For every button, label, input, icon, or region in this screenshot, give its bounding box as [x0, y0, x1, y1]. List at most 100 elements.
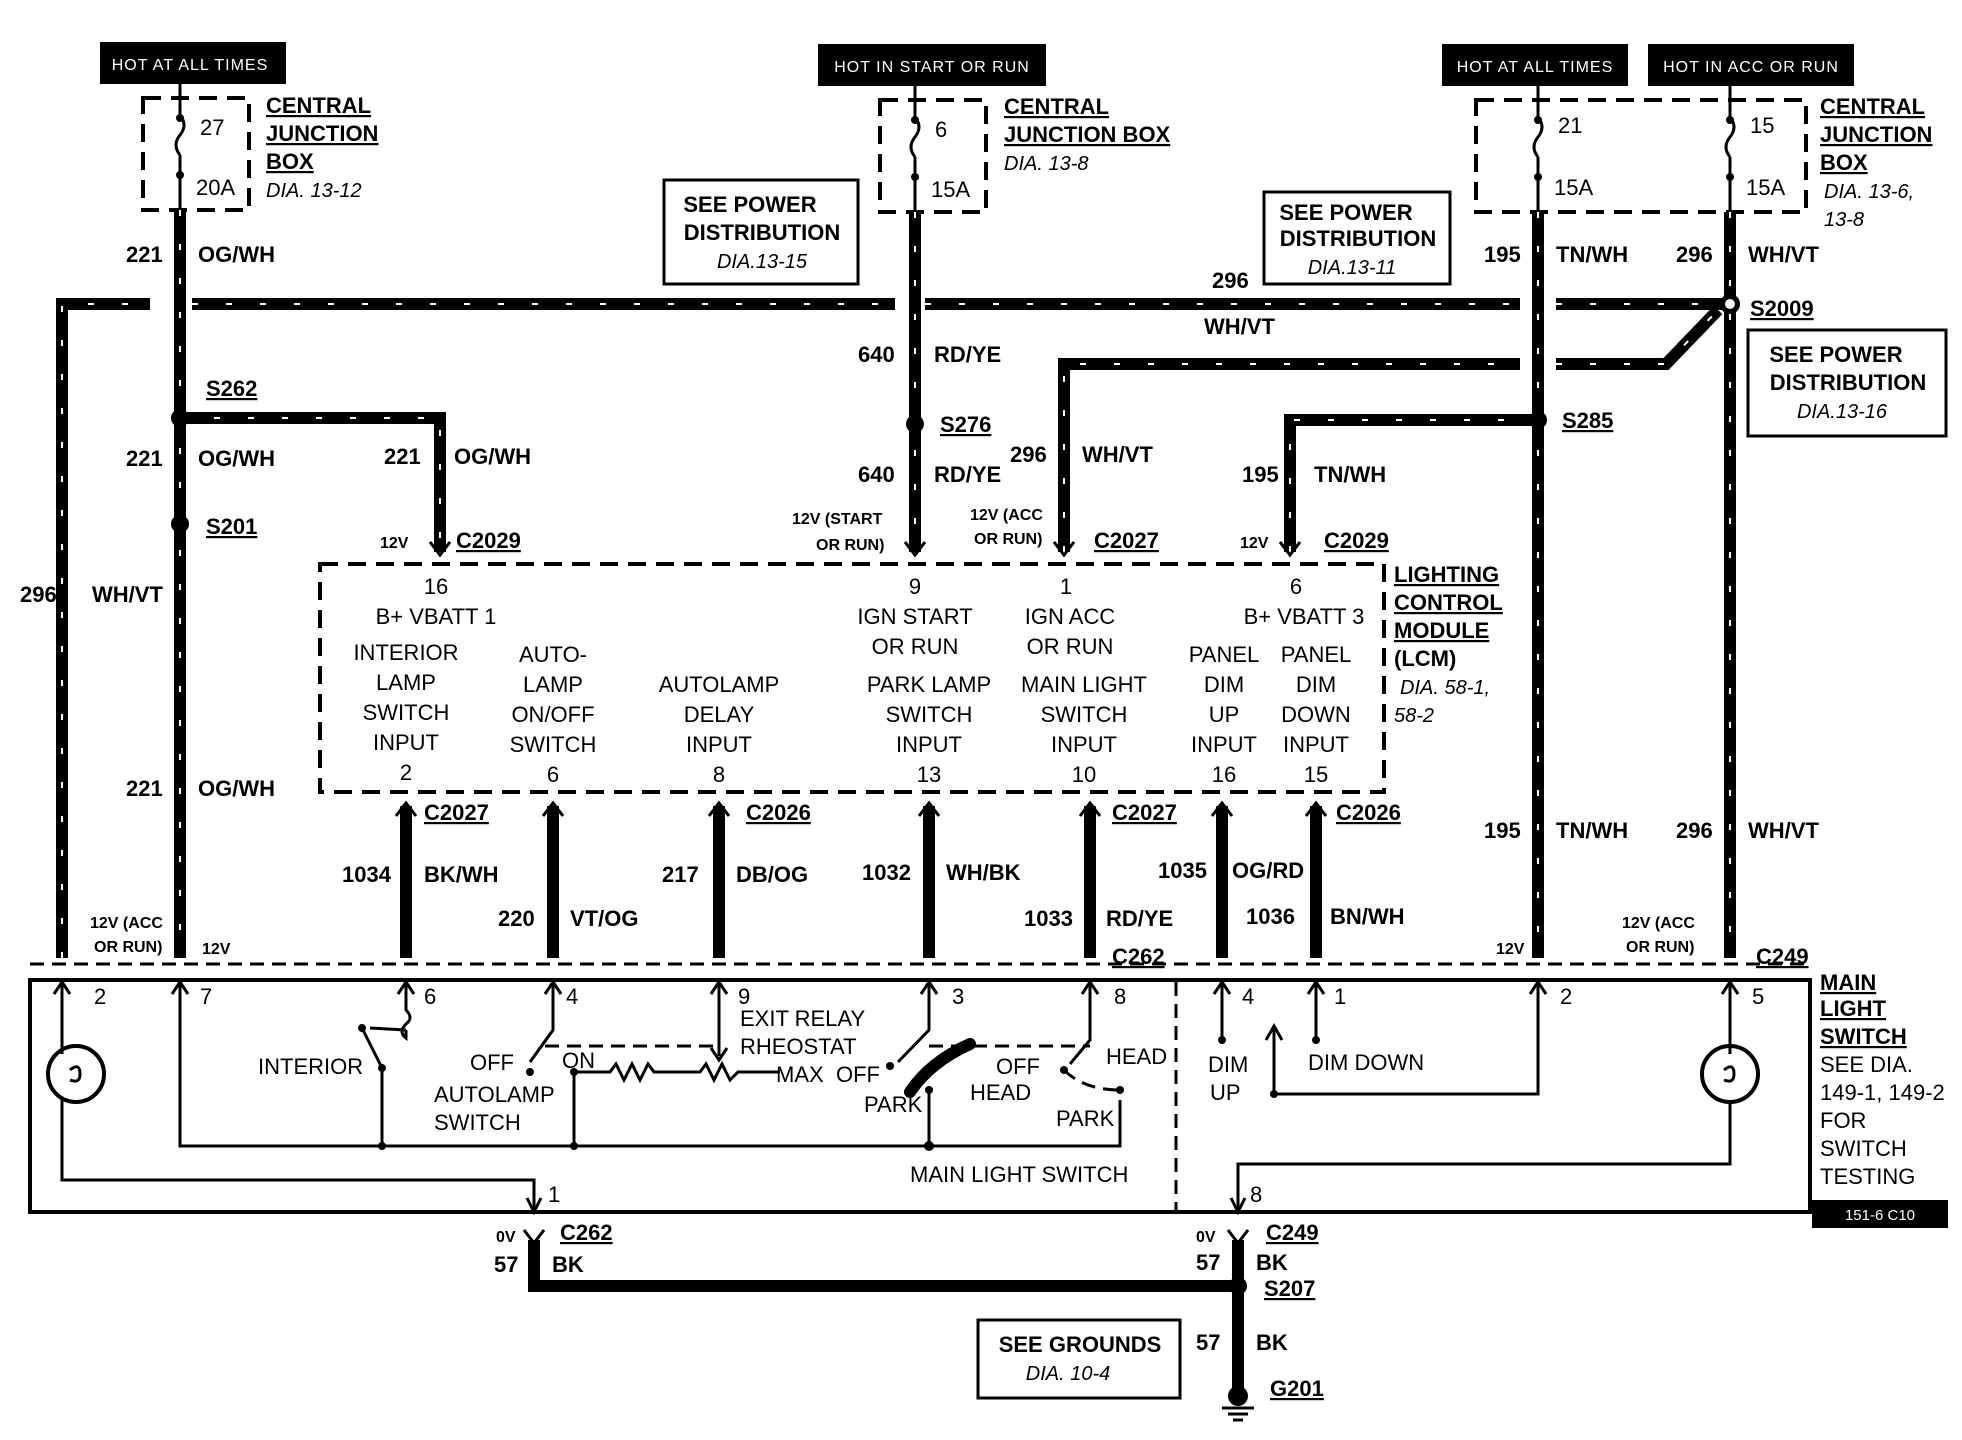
svg-text:5: 5 — [1752, 984, 1764, 1009]
svg-text:12V (ACC: 12V (ACC — [970, 507, 1043, 524]
svg-text:12V: 12V — [202, 941, 231, 958]
svg-text:WH/VT: WH/VT — [1748, 818, 1819, 843]
header-hot-start-run-bg — [818, 44, 1046, 86]
svg-text:15A: 15A — [931, 177, 970, 202]
ref-power-dist-1311: SEE POWER DISTRIBUTION DIA.13-11 — [1262, 190, 1452, 286]
svg-text:12V (START: 12V (START — [792, 511, 883, 528]
svg-text:12V: 12V — [1240, 535, 1269, 552]
splice-s262-dot — [171, 409, 189, 427]
svg-text:220: 220 — [498, 906, 535, 931]
svg-text:B+ VBATT 1: B+ VBATT 1 — [376, 604, 497, 629]
svg-text:JUNCTION: JUNCTION — [266, 121, 378, 146]
svg-text:RD/YE: RD/YE — [1106, 906, 1173, 931]
svg-text:DIM: DIM — [1208, 1052, 1248, 1077]
svg-text:221: 221 — [126, 242, 163, 267]
svg-text:2: 2 — [94, 984, 106, 1009]
svg-text:149-1, 149-2: 149-1, 149-2 — [1820, 1080, 1945, 1105]
svg-text:RHEOSTAT: RHEOSTAT — [740, 1034, 857, 1059]
svg-text:PANEL: PANEL — [1189, 642, 1260, 667]
splice-s201: S201 — [206, 514, 257, 539]
svg-text:DISTRIBUTION: DISTRIBUTION — [1280, 226, 1436, 251]
svg-text:SWITCH: SWITCH — [886, 702, 973, 727]
svg-text:OR RUN): OR RUN) — [94, 939, 162, 956]
cjb-mid-label: CENTRAL JUNCTION BOX DIA. 13-8 — [1004, 94, 1171, 175]
cjb-left-box — [141, 96, 251, 212]
svg-text:BOX: BOX — [1820, 150, 1868, 175]
svg-text:6: 6 — [1290, 574, 1302, 599]
splice-s207: S207 — [1264, 1276, 1315, 1301]
svg-text:12V: 12V — [1496, 941, 1525, 958]
svg-text:OR RUN: OR RUN — [1027, 634, 1114, 659]
ground-g201: G201 — [1270, 1376, 1324, 1401]
svg-text:LIGHT: LIGHT — [1820, 996, 1887, 1021]
ref-power-dist-1315: SEE POWER DISTRIBUTION DIA.13-15 — [662, 178, 860, 286]
svg-text:20A: 20A — [196, 175, 235, 200]
header-hot-acc-run: HOT IN ACC OR RUN — [1663, 59, 1839, 76]
svg-text:OFF: OFF — [470, 1050, 514, 1075]
svg-text:IGN ACC: IGN ACC — [1025, 604, 1116, 629]
svg-text:CENTRAL: CENTRAL — [1004, 94, 1109, 119]
header-hot-right-bg — [1442, 44, 1628, 86]
diagram-code: 151-6 C10 — [1812, 1200, 1948, 1228]
svg-text:TN/WH: TN/WH — [1556, 818, 1628, 843]
svg-text:MODULE: MODULE — [1394, 618, 1489, 643]
cjb-right-label: CENTRAL JUNCTION BOX DIA. 13-6, 13-8 — [1820, 94, 1932, 231]
svg-text:296: 296 — [1010, 442, 1047, 467]
header-hot-start-run: HOT IN START OR RUN — [834, 59, 1030, 76]
svg-text:JUNCTION BOX: JUNCTION BOX — [1004, 122, 1171, 147]
header-hot-left-bg — [100, 42, 286, 84]
svg-text:296: 296 — [1676, 818, 1713, 843]
svg-text:(LCM): (LCM) — [1394, 646, 1456, 671]
svg-text:296: 296 — [1212, 268, 1249, 293]
wire-labels: 221 OG/WH 221 OG/WH 221 OG/WH 221 OG/WH … — [20, 242, 1819, 1355]
svg-text:SWITCH: SWITCH — [1820, 1024, 1907, 1049]
conn-c2027-right: C2027 — [1112, 800, 1177, 825]
svg-text:9: 9 — [738, 984, 750, 1009]
connector-marks — [394, 541, 1328, 1246]
svg-text:8: 8 — [713, 762, 725, 787]
svg-text:195: 195 — [1484, 818, 1521, 843]
svg-text:OR RUN): OR RUN) — [816, 537, 884, 554]
svg-text:WH/VT: WH/VT — [1748, 242, 1819, 267]
svg-text:WH/VT: WH/VT — [92, 582, 163, 607]
svg-text:6: 6 — [935, 117, 947, 142]
svg-text:OG/WH: OG/WH — [454, 444, 531, 469]
svg-text:6: 6 — [424, 984, 436, 1009]
svg-text:12V (ACC: 12V (ACC — [90, 915, 163, 932]
svg-text:13-8: 13-8 — [1824, 209, 1864, 231]
rheostat-icon — [574, 1060, 780, 1084]
svg-text:BK: BK — [1256, 1330, 1288, 1355]
svg-text:WH/BK: WH/BK — [946, 860, 1021, 885]
svg-text:58-2: 58-2 — [1394, 705, 1434, 727]
svg-text:INPUT: INPUT — [896, 732, 962, 757]
svg-text:IGN START: IGN START — [857, 604, 972, 629]
svg-text:16: 16 — [424, 574, 448, 599]
svg-text:57: 57 — [1196, 1250, 1220, 1275]
wire-markers — [61, 210, 1731, 958]
svg-text:BK: BK — [552, 1252, 584, 1277]
svg-text:296: 296 — [1676, 242, 1713, 267]
svg-text:9: 9 — [909, 574, 921, 599]
conn-c2026-right: C2026 — [1336, 800, 1401, 825]
svg-text:57: 57 — [1196, 1330, 1220, 1355]
ground-symbol-icon — [1222, 1386, 1254, 1422]
svg-text:AUTOLAMP: AUTOLAMP — [434, 1082, 555, 1107]
svg-text:SEE POWER: SEE POWER — [683, 192, 816, 217]
splice-s276-dot — [906, 415, 924, 433]
svg-text:296: 296 — [20, 582, 57, 607]
svg-text:15A: 15A — [1746, 175, 1785, 200]
svg-text:221: 221 — [384, 444, 421, 469]
conn-c2026-mid: C2026 — [746, 800, 811, 825]
svg-text:DELAY: DELAY — [684, 702, 755, 727]
svg-text:15: 15 — [1750, 113, 1774, 138]
svg-text:7: 7 — [200, 984, 212, 1009]
voltage-labels: 12V 12V (START OR RUN) 12V (ACC OR RUN) … — [90, 507, 1695, 1246]
cjb-mid-box — [878, 98, 988, 214]
svg-text:AUTOLAMP: AUTOLAMP — [659, 672, 780, 697]
svg-text:UP: UP — [1210, 1080, 1241, 1105]
svg-text:JUNCTION: JUNCTION — [1820, 122, 1932, 147]
power-headers: HOT AT ALL TIMES HOT IN START OR RUN HOT… — [100, 42, 1854, 86]
svg-text:1: 1 — [1334, 984, 1346, 1009]
conn-c2029-left: C2029 — [456, 528, 521, 553]
